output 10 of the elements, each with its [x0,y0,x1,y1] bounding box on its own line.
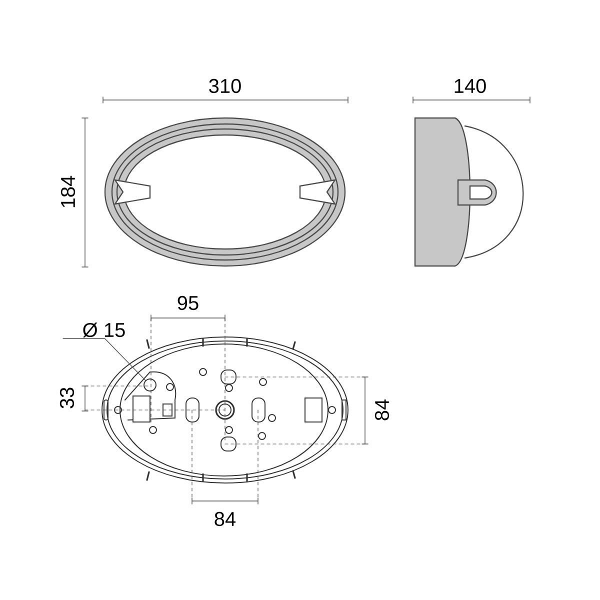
dimension-label: Ø 15 [83,322,125,338]
dimension-label: 310 [209,78,241,94]
dimension-label: 140 [454,78,486,94]
dimension-label: 84 [374,399,390,420]
hole [144,378,156,392]
leader-line [62,338,146,381]
dimension-label: 33 [60,388,74,408]
dimension-label: 95 [178,296,198,310]
dimension-label: 84 [214,512,236,526]
dimension-label: 184 [60,176,76,208]
